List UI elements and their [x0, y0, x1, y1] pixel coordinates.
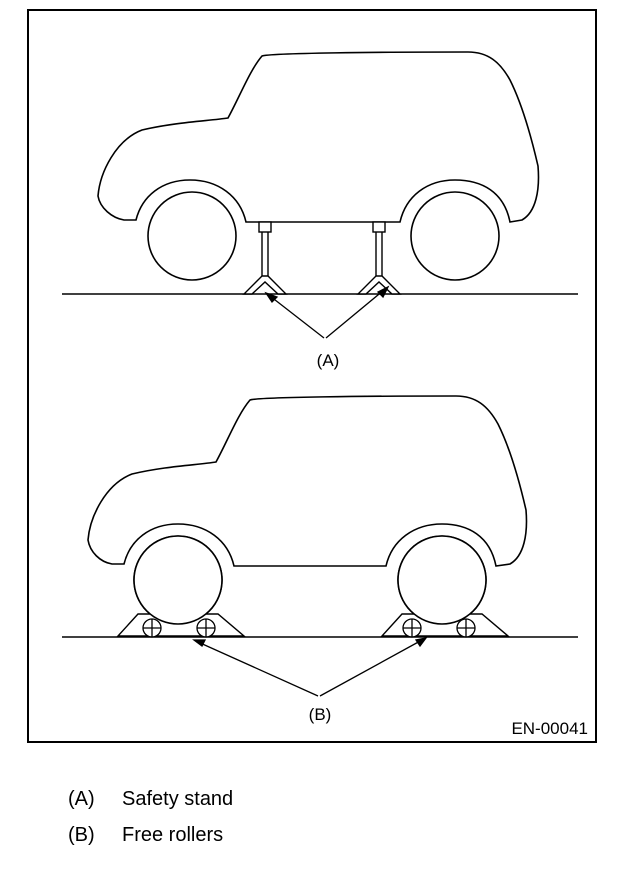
- safety-stand-1: [242, 221, 288, 295]
- legend-key-a: (A): [68, 788, 95, 810]
- free-roller-1: [142, 618, 162, 638]
- car-body-bottom: [87, 395, 528, 567]
- front-wheel-top: [147, 191, 237, 281]
- legend-text-b: Free rollers: [122, 824, 224, 846]
- legend-row-b: (B) Free rollers: [68, 824, 223, 847]
- car-on-free-rollers: (B): [62, 395, 578, 724]
- figure-code: EN-00041: [511, 719, 588, 738]
- callout-arrows-b: [192, 637, 428, 697]
- callout-arrows-a: [264, 285, 390, 339]
- legend-key-b: (B): [68, 824, 95, 846]
- free-roller-3: [402, 618, 422, 638]
- callout-label-a: (A): [317, 351, 340, 370]
- car-on-safety-stands: (A): [62, 51, 578, 370]
- callout-label-b: (B): [309, 705, 332, 724]
- rear-wheel-top: [410, 191, 500, 281]
- car-body-top: [97, 51, 540, 223]
- legend-text-a: Safety stand: [122, 788, 234, 810]
- front-wheel-bottom-overlay: [133, 535, 223, 625]
- figure-frame: [27, 9, 597, 743]
- diagram-figure: (A) (B): [27, 9, 597, 743]
- safety-stand-2: [356, 221, 402, 295]
- legend-row-a: (A) Safety stand: [68, 788, 233, 811]
- free-roller-2: [196, 618, 216, 638]
- rear-wheel-bottom-overlay: [397, 535, 487, 625]
- free-roller-4: [456, 618, 476, 638]
